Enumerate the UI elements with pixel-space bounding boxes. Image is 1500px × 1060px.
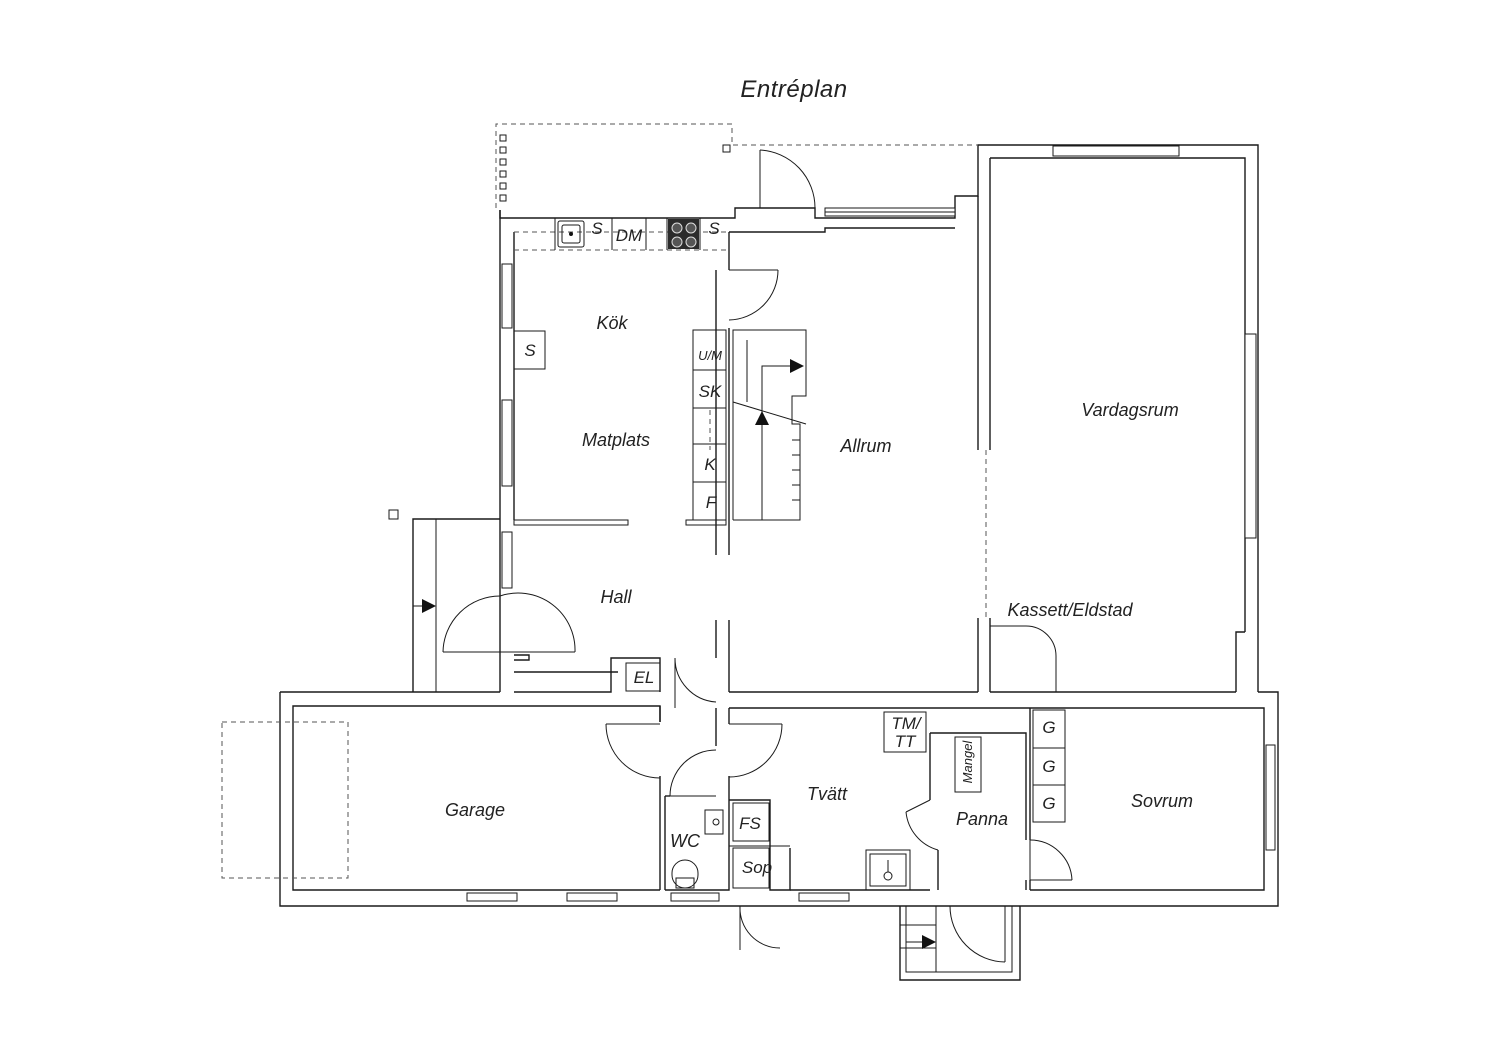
plan-title: Entréplan — [740, 76, 847, 103]
label-sk: SK — [699, 382, 722, 401]
label-el: EL — [634, 668, 655, 687]
wc-sink-icon — [704, 809, 724, 835]
shower-icon — [865, 849, 911, 891]
door-swings — [442, 149, 1073, 963]
label-kitchen-s2: S — [708, 219, 720, 238]
label-kitchen-s3: S — [524, 341, 536, 360]
room-labels: Kök Matplats Hall Allrum Vardagsrum Kass… — [445, 313, 1193, 851]
room-tvatt: Tvätt — [807, 784, 848, 804]
room-garage: Garage — [445, 800, 505, 820]
label-tt: TT — [895, 732, 917, 751]
entrance-arrows — [413, 599, 936, 949]
room-allrum: Allrum — [839, 436, 891, 456]
room-vardagsrum: Vardagsrum — [1081, 400, 1178, 420]
sink-icon — [557, 220, 585, 248]
room-wc: WC — [670, 831, 701, 851]
room-panna: Panna — [956, 809, 1008, 829]
room-hall: Hall — [600, 587, 632, 607]
kitchen-counter — [513, 218, 727, 526]
label-f: F — [706, 493, 718, 512]
label-g2: G — [1042, 757, 1055, 776]
label-tm: TM/ — [891, 714, 923, 733]
label-kitchen-s1: S — [591, 219, 603, 238]
room-sovrum: Sovrum — [1131, 791, 1193, 811]
outer-walls — [279, 144, 1279, 981]
fixture-labels: S DM S S U/M SK K F EL TM/ TT Mangel FS … — [524, 219, 1055, 877]
dashed-outlines — [221, 123, 987, 879]
label-um: U/M — [698, 348, 722, 363]
label-sop: Sop — [742, 858, 772, 877]
label-g1: G — [1042, 718, 1055, 737]
label-g3: G — [1042, 794, 1055, 813]
label-mangel: Mangel — [960, 740, 975, 784]
label-k: K — [704, 455, 716, 474]
lower-fixtures — [625, 662, 1066, 891]
room-kassett: Kassett/Eldstad — [1007, 600, 1133, 620]
label-fs: FS — [739, 814, 761, 833]
label-dm: DM — [616, 226, 643, 245]
room-matplats: Matplats — [582, 430, 650, 450]
room-kok: Kök — [596, 313, 628, 333]
windows — [466, 145, 1276, 902]
staircase — [732, 329, 807, 521]
